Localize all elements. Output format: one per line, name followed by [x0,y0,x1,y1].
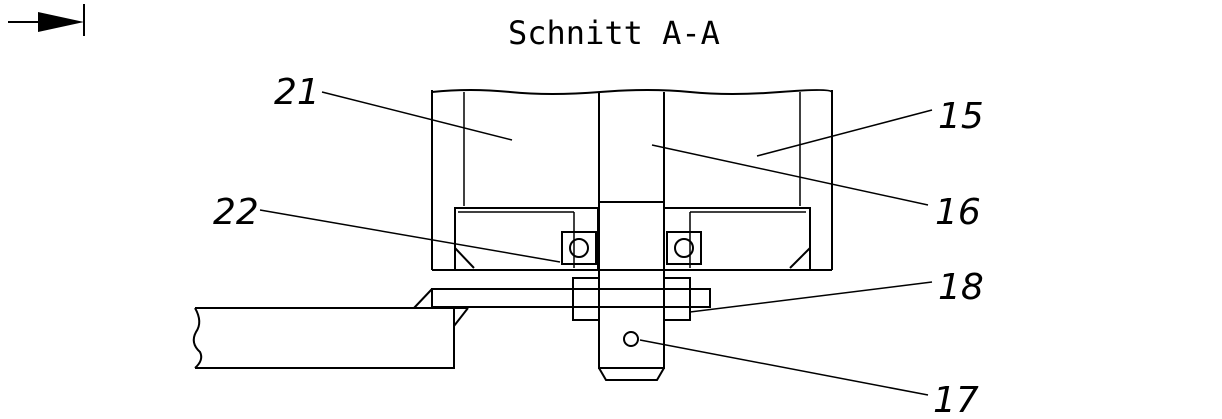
bearing-ring-right [663,207,811,271]
lever-arm [413,277,711,327]
central-shaft [598,92,665,202]
label-16: 16 [935,192,981,233]
housing [431,89,833,271]
label-21: 21 [274,72,320,113]
section-view-arrow-icon [8,4,85,36]
label-15: 15 [938,96,984,137]
leader-lines [259,91,933,396]
beam [192,307,455,369]
label-18: 18 [938,267,984,308]
label-17: 17 [933,380,979,419]
section-title: Schnitt A-A [508,14,720,52]
label-22: 22 [213,192,259,233]
pin [598,201,665,381]
bearing-ring-left [454,207,599,271]
